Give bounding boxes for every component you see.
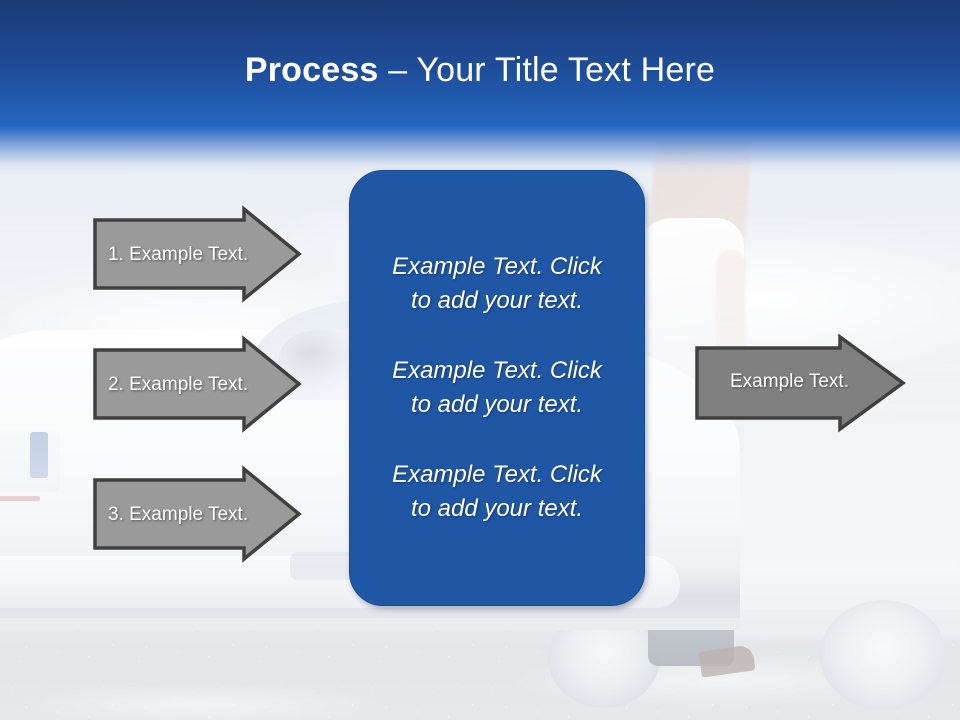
- panel-paragraph-3: Example Text. Click to add your text.: [392, 461, 602, 522]
- title-banner: [0, 0, 960, 175]
- arrow-right-icon: [695, 333, 906, 433]
- arrow-right-icon: [93, 465, 302, 563]
- panel-paragraph-2: Example Text. Click to add your text.: [392, 357, 602, 418]
- panel-paragraph-1: Example Text. Click to add your text.: [392, 253, 602, 314]
- photo-car-trim-stripe: [0, 496, 40, 501]
- process-detail-panel[interactable]: Example Text. Click to add your text. Ex…: [349, 170, 645, 606]
- photo-licence-plate-band: [30, 432, 48, 478]
- arrow-right-icon: [93, 205, 302, 303]
- page-title-strong: Process: [244, 51, 379, 89]
- input-arrow-1[interactable]: 1. Example Text.: [92, 205, 302, 303]
- input-arrow-3[interactable]: 3. Example Text.: [92, 465, 302, 563]
- photo-car-wheel-rear: [820, 600, 946, 710]
- page-title: Process – Your Title Text Here: [0, 48, 960, 92]
- arrow-right-icon: [93, 335, 302, 433]
- output-arrow[interactable]: Example Text.: [694, 333, 906, 433]
- input-arrow-2[interactable]: 2. Example Text.: [92, 335, 302, 433]
- page-title-rest: – Your Title Text Here: [378, 51, 716, 89]
